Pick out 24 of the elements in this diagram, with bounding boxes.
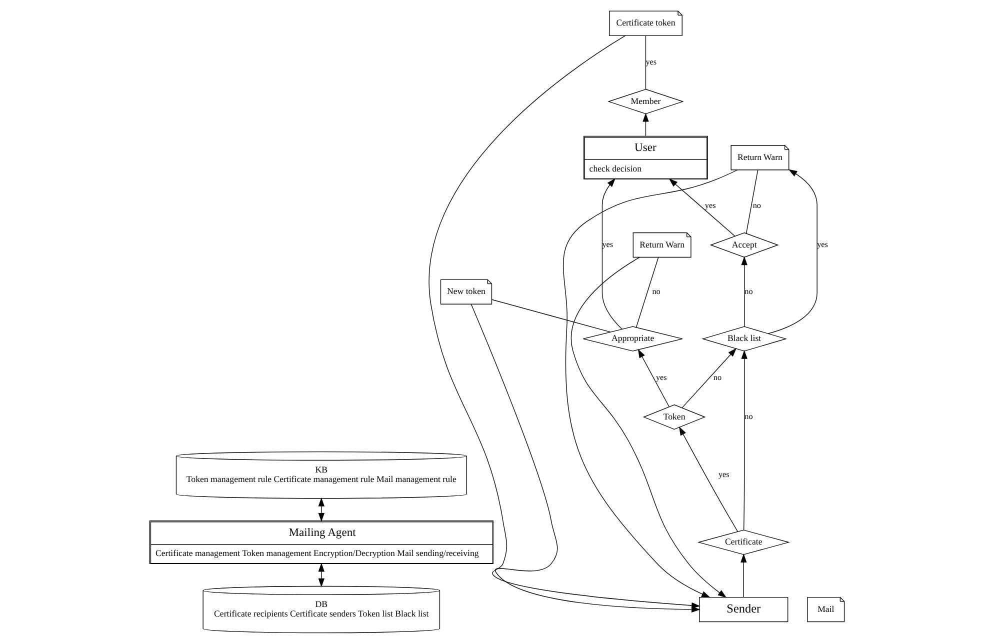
arrow [562,170,738,598]
arrow [767,169,817,334]
node-diamond: Black list [701,326,786,352]
connector [491,299,610,332]
node-diamond: Certificate [696,530,790,555]
arrow [637,349,669,407]
arrow [601,178,622,330]
node-diamond: Token [642,404,706,430]
node-box: Sender [698,596,788,622]
arrow [681,348,736,408]
arrow [318,562,324,588]
arrow [642,112,648,136]
arrow [740,554,746,598]
arrow [740,256,747,327]
connector [635,256,658,328]
arrow [678,426,738,532]
connector [644,35,646,90]
node-diamond: Member [607,88,684,114]
connector [745,170,758,234]
node-diamond: Accept [709,232,778,258]
arrow [318,497,324,522]
arrow [740,350,747,530]
node-diamond: Appropriate [582,326,682,352]
arrow [570,257,726,598]
